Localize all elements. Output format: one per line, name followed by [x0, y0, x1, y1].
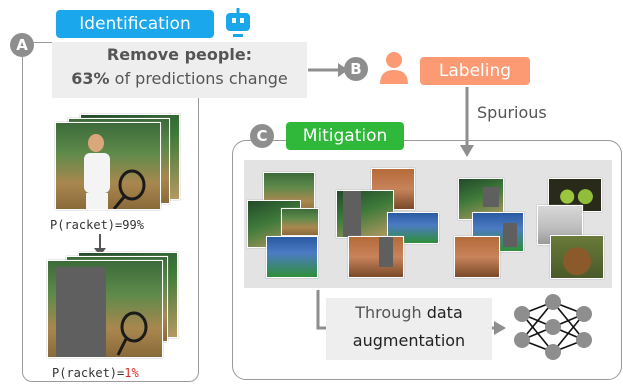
prediction-after: P(racket)=1%	[52, 366, 139, 380]
prediction-after-label: P(racket)=	[52, 366, 125, 380]
augmentation-line2: augmentation	[352, 331, 466, 350]
mitigation-label: Mitigation	[286, 122, 404, 150]
training-image	[454, 236, 500, 278]
person-icon	[377, 50, 411, 86]
identification-result-box	[52, 42, 307, 98]
robot-icon	[225, 8, 251, 40]
augmentation-line1: Through data	[326, 303, 492, 322]
change-text: of predictions change	[109, 69, 288, 88]
original-tennis-image	[55, 122, 161, 210]
person-removed-image	[47, 260, 163, 358]
mitigation-panel	[232, 140, 622, 380]
step-a-badge: A	[10, 33, 34, 57]
through-text: Through	[355, 303, 427, 322]
person-occlusion-mask	[56, 267, 106, 357]
identification-label: Identification	[56, 10, 214, 38]
training-image	[348, 236, 404, 278]
step-c-badge: C	[250, 124, 274, 148]
prediction-change-text: 63% of predictions change	[52, 69, 307, 88]
training-image	[266, 236, 318, 278]
remove-people-title: Remove people:	[106, 45, 253, 64]
training-image	[336, 190, 394, 238]
neural-network-icon	[508, 292, 598, 362]
training-image	[550, 235, 604, 279]
prediction-before-value: 99%	[122, 218, 144, 232]
augmentation-box	[326, 298, 492, 360]
training-image	[281, 208, 319, 236]
prediction-before: P(racket)=99%	[50, 218, 144, 232]
prediction-after-value: 1%	[124, 366, 139, 380]
change-percent: 63%	[71, 69, 110, 88]
prediction-before-label: P(racket)=	[50, 218, 123, 232]
step-b-badge: B	[344, 57, 368, 81]
data-text: data	[426, 303, 463, 322]
arrow-b-to-c	[457, 87, 477, 159]
arrow-a-to-b	[308, 60, 350, 80]
spurious-label: Spurious	[477, 103, 547, 122]
labeling-label: Labeling	[420, 57, 530, 85]
